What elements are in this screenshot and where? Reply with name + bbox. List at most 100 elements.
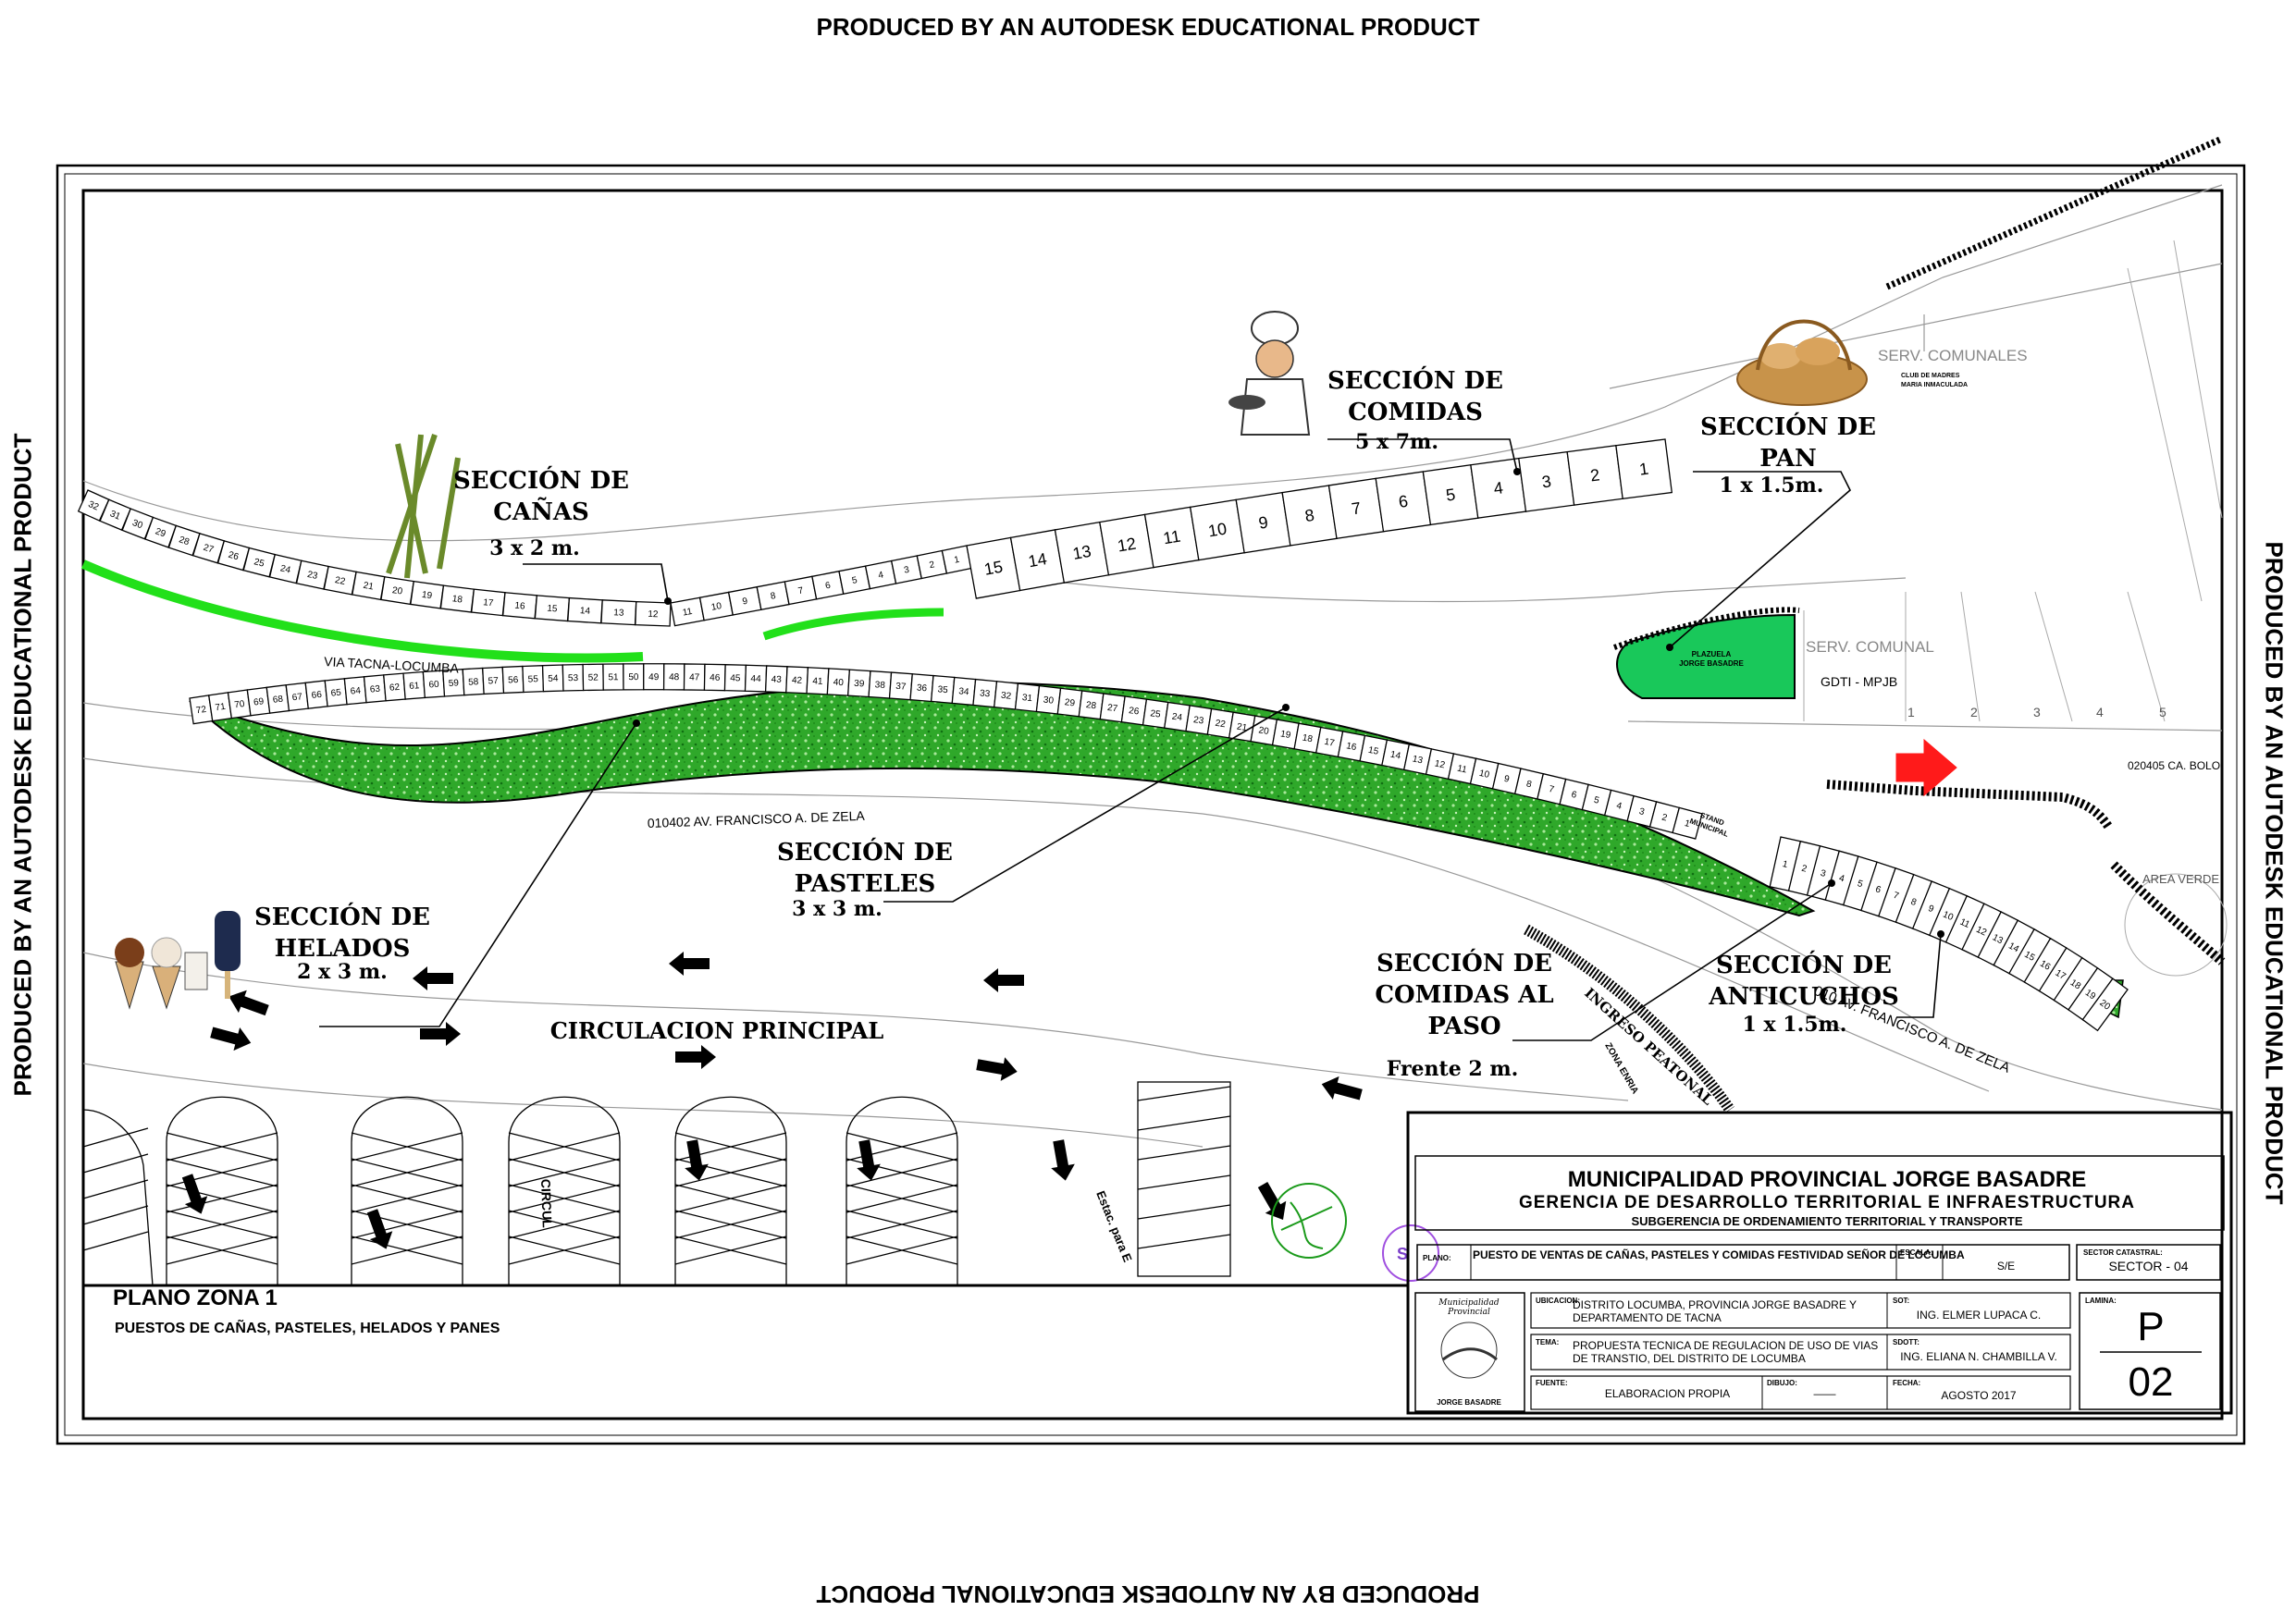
plano-zona-subtitle: PUESTOS DE CAÑAS, PASTELES, HELADOS Y PA… — [115, 1321, 500, 1336]
zona-label: ZONA ENRIA — [1602, 1041, 1639, 1096]
svg-text:18: 18 — [451, 594, 463, 605]
svg-text:32: 32 — [1000, 691, 1012, 702]
svg-text:15: 15 — [1367, 745, 1379, 757]
svg-text:16: 16 — [514, 601, 526, 612]
svg-text:39: 39 — [854, 679, 865, 690]
svg-text:11: 11 — [1456, 764, 1468, 776]
ubicacion-label: UBICACION: — [1536, 1297, 1580, 1305]
tema-value: PROPUESTA TECNICA DE REGULACION DE USO D… — [1573, 1339, 1879, 1365]
svg-text:35: 35 — [937, 684, 948, 695]
svg-text:19: 19 — [421, 590, 433, 601]
fecha-label: FECHA: — [1893, 1379, 1921, 1387]
svg-text:3: 3 — [2033, 705, 2041, 719]
svg-text:16: 16 — [2038, 959, 2053, 973]
svg-text:7: 7 — [1548, 784, 1555, 795]
svg-text:45: 45 — [730, 673, 741, 683]
svg-text:24: 24 — [1171, 712, 1183, 724]
svg-text:8: 8 — [1303, 506, 1315, 525]
svg-text:1: 1 — [1638, 460, 1649, 479]
dibujo-label: DIBUJO: — [1767, 1379, 1797, 1387]
svg-text:67: 67 — [291, 692, 303, 703]
green-median — [189, 681, 1816, 917]
svg-text:32: 32 — [87, 499, 101, 513]
svg-text:28: 28 — [178, 535, 191, 547]
street-via-tacna: VIA TACNA-LOCUMBA — [324, 654, 460, 676]
svg-text:7: 7 — [1351, 498, 1363, 518]
svg-text:5: 5 — [851, 575, 858, 586]
svg-text:4: 4 — [1838, 873, 1846, 884]
sector-label: SECTOR CATASTRAL: — [2083, 1248, 2163, 1257]
leader-lines — [319, 438, 1942, 1041]
sot-label: SOT: — [1893, 1297, 1910, 1305]
svg-text:13: 13 — [613, 608, 624, 619]
bread-basket-icon — [1736, 319, 1868, 406]
svg-text:51: 51 — [608, 672, 619, 682]
svg-text:2: 2 — [929, 559, 936, 571]
svg-text:14: 14 — [580, 606, 591, 617]
svg-text:9: 9 — [1927, 904, 1936, 915]
svg-text:30: 30 — [130, 518, 144, 531]
circulacion-principal: CIRCULACION PRINCIPAL — [550, 1017, 884, 1044]
svg-text:2: 2 — [1660, 812, 1669, 823]
s-label: S — [1397, 1245, 1408, 1263]
svg-text:12: 12 — [648, 609, 659, 620]
svg-text:57: 57 — [488, 676, 499, 687]
section-comidas-size: 5 x 7m. — [1355, 430, 1438, 454]
svg-text:10: 10 — [1941, 910, 1955, 924]
svg-text:54: 54 — [548, 674, 559, 684]
plano-zona-title: PLANO ZONA 1 — [113, 1285, 278, 1310]
svg-text:6: 6 — [1398, 492, 1410, 511]
svg-text:12: 12 — [1974, 925, 1988, 939]
svg-text:18: 18 — [1302, 733, 1314, 745]
anticuchos-stalls — [1826, 780, 2114, 830]
svg-text:6: 6 — [1874, 884, 1882, 895]
svg-text:12: 12 — [1116, 535, 1137, 556]
svg-text:3: 3 — [903, 565, 910, 576]
svg-text:36: 36 — [916, 683, 927, 695]
svg-text:7: 7 — [797, 585, 805, 596]
logo-caption-bottom: JORGE BASADRE — [1437, 1398, 1501, 1407]
fuente-value: ELABORACION PROPIA — [1604, 1387, 1731, 1400]
svg-text:11: 11 — [1958, 917, 1971, 930]
svg-text:72: 72 — [195, 705, 207, 717]
lamina-letter: P — [2137, 1304, 2165, 1349]
svg-text:29: 29 — [154, 526, 167, 539]
svg-text:5: 5 — [1593, 795, 1600, 806]
circulation-arrows — [181, 952, 1363, 1249]
section-pan-size: 1 x 1.5m. — [1720, 473, 1824, 498]
fecha-value: AGOSTO 2017 — [1941, 1389, 2017, 1402]
svg-text:23: 23 — [306, 570, 319, 582]
svg-text:21: 21 — [1236, 721, 1248, 733]
svg-text:53: 53 — [568, 673, 579, 683]
serv-comunales: SERV. COMUNALES — [1878, 347, 2028, 364]
svg-text:10: 10 — [710, 601, 722, 613]
svg-text:61: 61 — [409, 681, 420, 692]
plano-value: PUESTO DE VENTAS DE CAÑAS, PASTELES Y CO… — [1473, 1248, 1965, 1261]
sdott-value: ING. ELIANA N. CHAMBILLA V. — [1900, 1350, 2057, 1363]
red-arrow — [1895, 738, 1957, 797]
svg-text:17: 17 — [483, 597, 495, 609]
section-comidas-paso-size: Frente 2 m. — [1387, 1057, 1519, 1081]
svg-text:13: 13 — [1412, 754, 1425, 766]
sugarcane-icon — [386, 434, 461, 579]
area-verde: AREA VERDE — [2142, 872, 2219, 886]
svg-text:46: 46 — [710, 673, 721, 683]
svg-text:2: 2 — [1589, 465, 1601, 485]
svg-text:31: 31 — [108, 509, 122, 523]
svg-text:15: 15 — [547, 604, 558, 615]
svg-text:13: 13 — [1071, 542, 1092, 563]
subgerencia-title: SUBGERENCIA DE ORDENAMIENTO TERRITORIAL … — [1631, 1214, 2023, 1228]
svg-text:1: 1 — [954, 555, 961, 566]
gdti-label: GDTI - MPJB — [1821, 674, 1897, 689]
svg-text:59: 59 — [449, 678, 460, 689]
svg-text:3: 3 — [1541, 472, 1553, 491]
svg-text:3: 3 — [1820, 868, 1828, 879]
svg-text:4: 4 — [1492, 478, 1504, 498]
svg-text:1: 1 — [1684, 818, 1692, 830]
org-title: MUNICIPALIDAD PROVINCIAL JORGE BASADRE — [1567, 1167, 2087, 1192]
